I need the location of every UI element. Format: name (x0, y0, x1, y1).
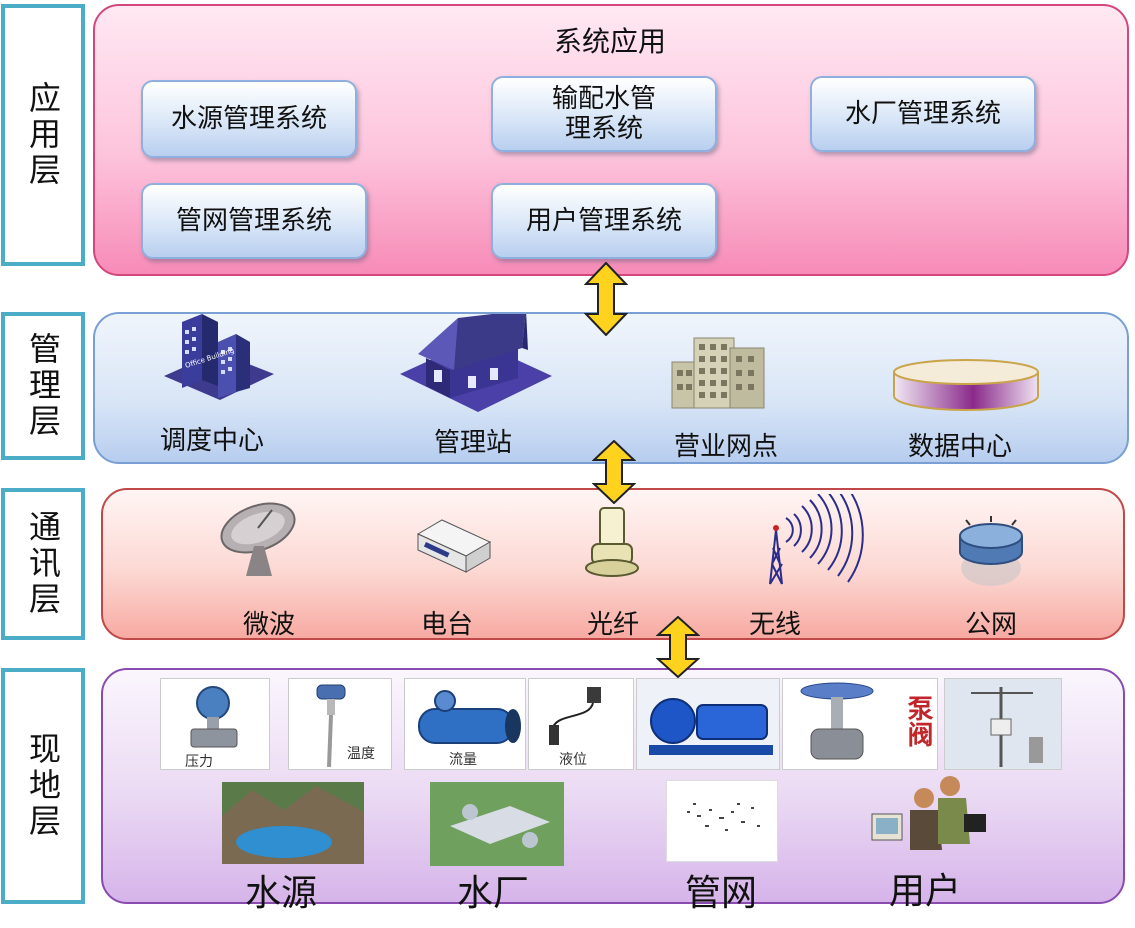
sensor-caption-flow: 流量 (449, 752, 477, 768)
site-label-pipe-network: 管网 (684, 873, 757, 914)
pressure-transmitter-photo: 压力 (160, 678, 270, 770)
wireless-tower-icon (769, 494, 864, 585)
pipe-network-map (666, 780, 778, 862)
flow-meter-photo: 流量 (404, 678, 526, 770)
house-icon (400, 314, 552, 412)
layer-label-app-text: 应用层 (24, 81, 62, 189)
sensor-caption-pressure: 压力 (185, 754, 213, 770)
sensor-caption-level: 液位 (559, 752, 587, 768)
system-box-distribution: 输配水管理系统 (491, 76, 717, 152)
comm-label-microwave: 微波 (242, 610, 295, 640)
double-arrow-mgmt-comm (592, 440, 636, 504)
temperature-sensor-photo: 温度 (288, 678, 392, 770)
double-arrow-comm-field (656, 616, 700, 678)
layer-label-comm-text: 通讯层 (24, 510, 62, 618)
site-label-water-source: 水源 (244, 873, 317, 914)
system-box-pipe-network: 管网管理系统 (141, 183, 367, 259)
comm-label-fiber: 光纤 (586, 610, 639, 640)
system-box-user: 用户管理系统 (491, 183, 717, 259)
system-box-water-source: 水源管理系统 (141, 80, 357, 158)
layer-label-mgmt-text: 管理层 (24, 332, 62, 440)
pump-valve-sign: 泵阀 (903, 695, 933, 747)
user-people-clipart (866, 774, 992, 862)
comm-label-wireless: 无线 (748, 610, 801, 640)
pump-valve-photo: 泵阀 (782, 678, 938, 770)
fiber-connector-icon (585, 507, 639, 577)
water-plant-photo (430, 782, 564, 866)
comm-label-public-network: 公网 (964, 610, 1017, 640)
weather-station-photo (944, 678, 1062, 770)
layer-label-mgmt: 管理层 (1, 312, 85, 460)
radio-box-icon (416, 519, 492, 573)
water-pump-photo (636, 678, 780, 770)
layer-label-app: 应用层 (1, 4, 85, 266)
comm-label-radio: 电台 (420, 610, 473, 640)
site-label-water-plant: 水厂 (456, 873, 529, 914)
double-arrow-app-mgmt (584, 262, 628, 336)
public-network-icon (959, 516, 1023, 586)
layer-label-field-text: 现地层 (24, 732, 62, 840)
site-label-user: 用户 (888, 871, 961, 912)
mgmt-label-dispatch: 调度中心 (159, 426, 264, 456)
water-source-photo (222, 782, 364, 864)
satellite-dish-icon (220, 502, 296, 576)
apartment-building-icon (671, 337, 765, 409)
system-box-water-plant: 水厂管理系统 (810, 76, 1036, 152)
system-box-distribution-label: 输配水管理系统 (551, 84, 656, 144)
sensor-caption-temperature: 温度 (347, 746, 375, 762)
layer-label-comm: 通讯层 (1, 488, 85, 640)
level-sensor-photo: 液位 (528, 678, 634, 770)
office-building-icon: Office Building (164, 314, 274, 400)
mgmt-label-data-center: 数据中心 (907, 432, 1012, 462)
mgmt-label-station: 管理站 (433, 428, 512, 458)
database-disk-icon (893, 359, 1039, 411)
layer-label-field: 现地层 (1, 668, 85, 904)
mgmt-label-business-outlet: 营业网点 (673, 432, 778, 462)
application-title: 系统应用 (553, 25, 666, 58)
